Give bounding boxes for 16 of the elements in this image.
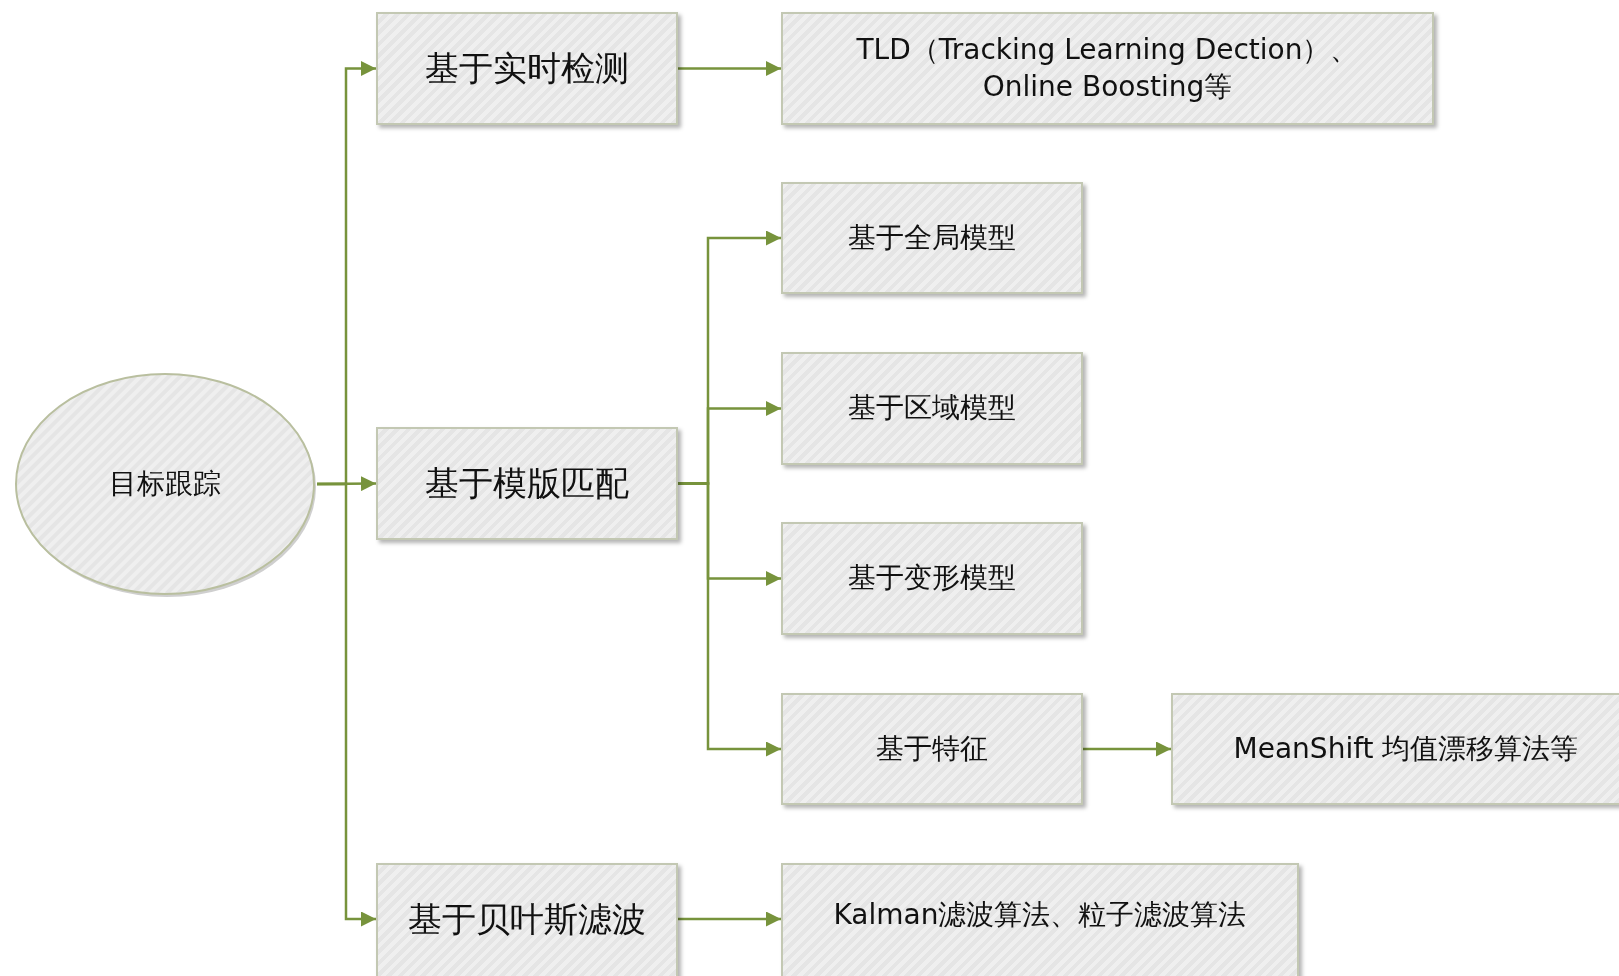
process-box: 基于区域模型 (781, 352, 1083, 465)
connector-arrow (1083, 741, 1171, 757)
process-box: 基于特征 (781, 693, 1083, 805)
process-box: Kalman滤波算法、粒子滤波算法 (781, 863, 1299, 976)
process-box: 基于变形模型 (781, 522, 1083, 635)
ellipse-node: 目标跟踪 (13, 371, 317, 597)
process-box: 基于模版匹配 (376, 427, 678, 540)
connector-arrow (678, 911, 781, 927)
process-box: TLD（Tracking Learning Dection）、 Online Boosting等 (781, 12, 1434, 125)
process-box: 基于实时检测 (376, 12, 678, 125)
process-box: 基于贝叶斯滤波 (376, 863, 678, 976)
process-box: 基于全局模型 (781, 182, 1083, 294)
connector-arrow (678, 61, 781, 76)
connector-arrow (678, 482, 781, 757)
connector-arrow (317, 482, 376, 927)
process-box: MeanShift 均值漂移算法等 (1171, 693, 1619, 805)
